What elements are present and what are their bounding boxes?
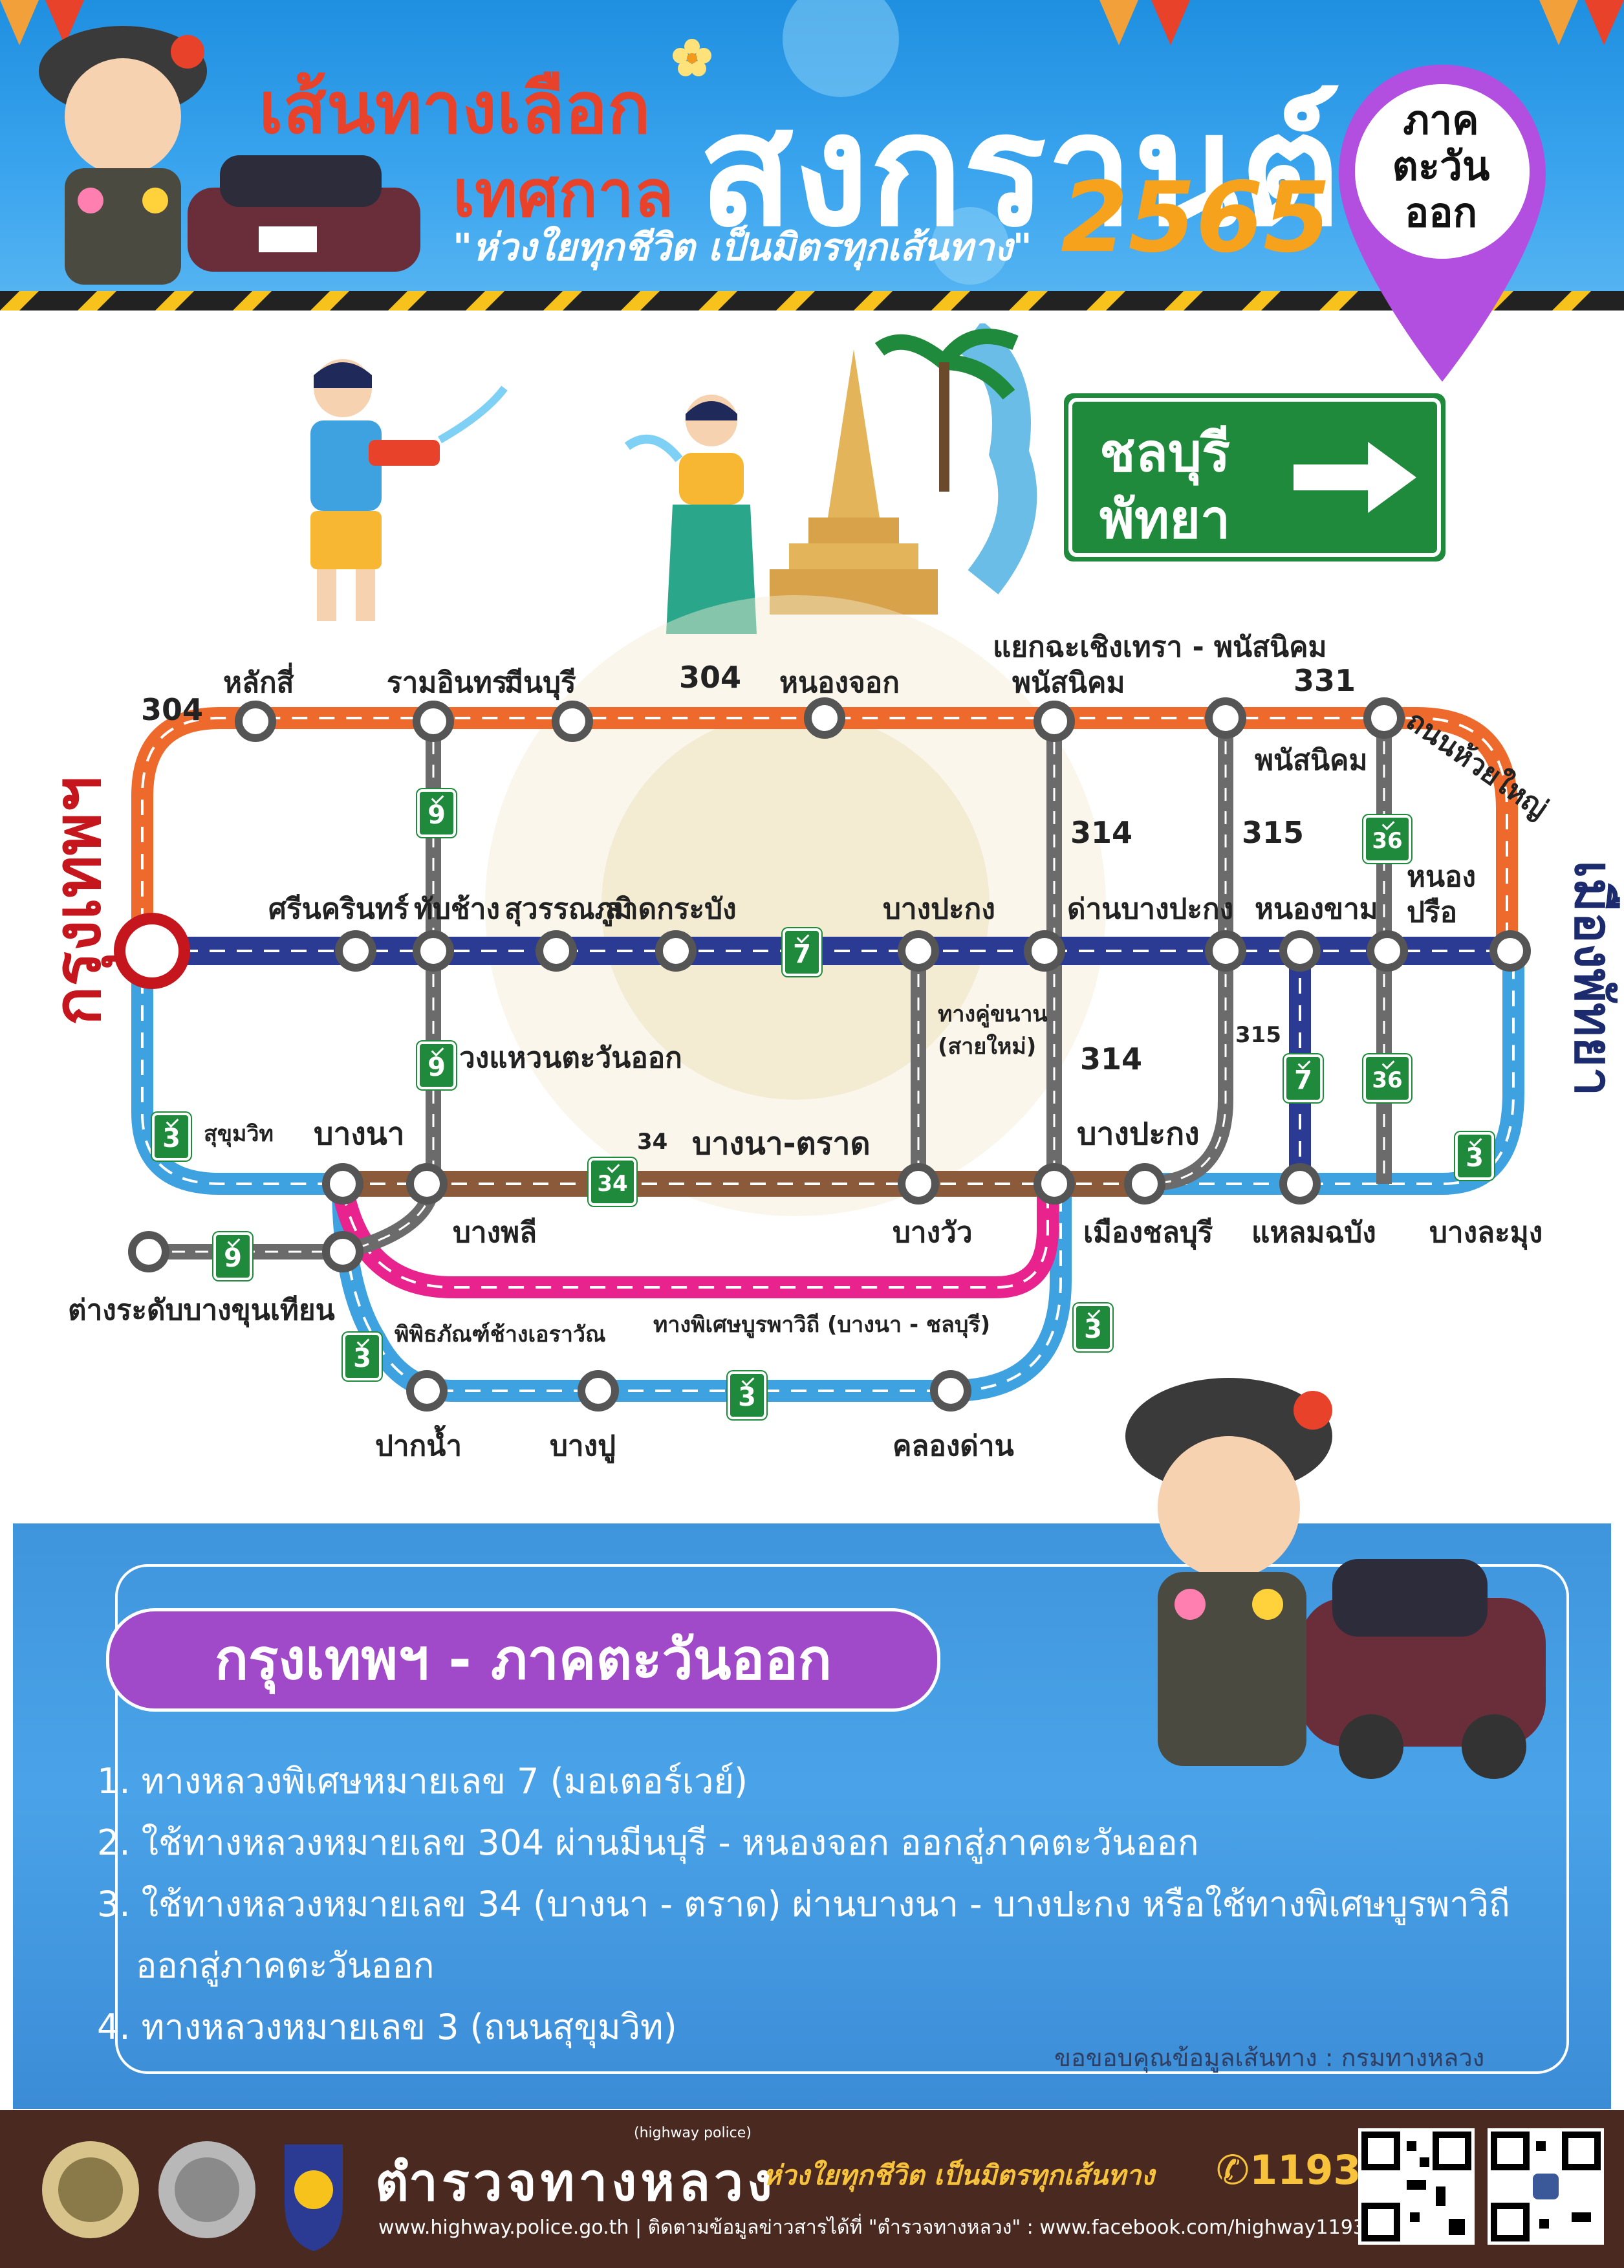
station-nongprue-line2: ปรือ: [1407, 896, 1457, 929]
station-phanat: พนัสนิคม: [1255, 744, 1368, 777]
expressway-burapha: ทางพิเศษบูรพาวิถี (บางนา - ชลบุรี): [653, 1312, 991, 1338]
route-badge-36: 36: [1363, 1054, 1411, 1102]
region-pin-icon: [1339, 65, 1546, 382]
station-banglamung: บางละมุง: [1429, 1216, 1543, 1249]
station-paknam: ปากน้ำ: [375, 1430, 462, 1463]
region-line2: ตะวันออก: [1392, 142, 1490, 236]
route-item-3-continued: ออกสู่ภาคตะวันออก: [136, 1945, 435, 1986]
police-mascot-icon: [39, 26, 207, 285]
station-danbangpakong: ด่านบางปะกง: [1067, 893, 1234, 926]
flower-icon: [673, 39, 711, 76]
station-srinakarin: ศรีนครินทร์: [268, 893, 409, 926]
place-erawan-museum: พิพิธภัณฑ์ช้างเอราวัณ: [395, 1322, 606, 1347]
phone-icon: ✆: [1216, 2146, 1250, 2194]
road-bangna-trat: บางนา-ตราด: [692, 1126, 871, 1162]
footer-brand-small: (highway police): [634, 2125, 752, 2141]
title-festival: เทศกาล: [453, 156, 674, 232]
station-ramintra: รามอินทรา: [387, 666, 524, 699]
station-mueangchonburi: เมืองชลบุรี: [1083, 1216, 1213, 1249]
station-bangpakong-bottom: บางปะกง: [1077, 1116, 1200, 1152]
route-badge-34: 34: [589, 1158, 636, 1206]
footer-brand: ตำรวจทางหลวง: [375, 2152, 777, 2212]
station-laemchabang: แหลมฉบัง: [1251, 1216, 1376, 1249]
route-badge-9: 9: [417, 1041, 456, 1089]
route-badge-3: 3: [152, 1113, 191, 1161]
station-nongprue-line1: หนอง: [1407, 860, 1476, 893]
station-khlongdan: คลองด่าน: [893, 1430, 1014, 1463]
road-parallel-line1: ทางคู่ขนาน: [938, 1001, 1048, 1027]
route-number-304-left: 304: [141, 692, 204, 727]
station-laksi: หลักสี่: [223, 666, 294, 699]
station-bangpu: บางปู: [550, 1430, 616, 1463]
route-item-3: 3. ใช้ทางหลวงหมายเลข 34 (บางนา - ตราด) ผ…: [97, 1884, 1510, 1925]
highway-sign-icon: [1064, 393, 1445, 562]
footer: [0, 2110, 1624, 2268]
routes-frame: [115, 1564, 1569, 2074]
region-line1: ภาค: [1403, 96, 1479, 144]
station-nongchok: หนองจอก: [779, 666, 900, 699]
footer-links[interactable]: www.highway.police.go.th | ติดตามข้อมูลข…: [378, 2216, 1372, 2239]
route-map: [114, 595, 1531, 1412]
route-item-4: 4. ทางหลวงหมายเลข 3 (ถนนสุขุมวิท): [97, 2007, 677, 2047]
city-pattaya-label: เมืองพัทยา: [1563, 860, 1623, 1096]
route-item-2: 2. ใช้ทางหลวงหมายเลข 304 ผ่านมีนบุรี - ห…: [97, 1822, 1199, 1863]
route-badge-7: 7: [1284, 1054, 1323, 1102]
facebook-qr-code-icon[interactable]: [1488, 2128, 1604, 2245]
junction-chachoengsao: แยกฉะเชิงเทรา - พนัสนิคม: [993, 631, 1327, 664]
region-label: ภาค ตะวันออก: [1357, 97, 1525, 235]
route-number-314-mid: 314: [1080, 1041, 1143, 1076]
city-bangkok-label: กรุงเทพฯ: [39, 776, 115, 1026]
route-badge-3: 3: [1455, 1132, 1494, 1180]
route-number-34: 34: [637, 1129, 668, 1155]
station-nongkham: หนองขาม: [1255, 893, 1378, 926]
station-thapchang: ทับช้าง: [414, 893, 500, 926]
sign-pattaya: พัทยา: [1099, 488, 1231, 551]
footer-phone-number: 1193: [1249, 2146, 1361, 2194]
route-item-1: 1. ทางหลวงพิเศษหมายเลข 7 (มอเตอร์เวย์): [97, 1761, 748, 1802]
footer-phone: ✆1193: [1216, 2146, 1361, 2194]
route-number-315-top: 315: [1242, 815, 1305, 850]
route-number-304-mid: 304: [679, 660, 742, 695]
station-latkrabang: ลาดกระบัง: [605, 893, 737, 926]
road-parallel-line2: (สายใหม่): [938, 1034, 1037, 1060]
station-bangwua: บางวัว: [893, 1216, 973, 1249]
route-badge-3: 3: [343, 1333, 382, 1380]
title-alternate-routes: เส้นทางเลือก: [259, 67, 651, 149]
sign-chonburi: ชลบุรี: [1099, 422, 1230, 484]
route-badge-3: 3: [1074, 1303, 1112, 1351]
route-badge-9: 9: [417, 789, 456, 837]
police-car-icon: [188, 155, 420, 272]
route-badge-7: 7: [783, 928, 821, 976]
water-splash-woman-icon: [624, 395, 757, 634]
route-number-331: 331: [1294, 663, 1356, 698]
station-bangphli: บางพลี: [453, 1216, 537, 1249]
station-minburi: มีนบุรี: [504, 666, 576, 699]
route-badge-9: 9: [213, 1232, 252, 1280]
qr-code-icon[interactable]: [1358, 2128, 1475, 2245]
header-decoration: [0, 0, 1624, 311]
footer-slogan: ห่วงใยทุกชีวิต เป็นมิตรทุกเส้นทาง: [763, 2159, 1154, 2191]
water-splash-man-icon: [310, 359, 508, 621]
station-phanat-top: พนัสนิคม: [1012, 666, 1125, 699]
road-kanchanaphisek: วงแหวนตะวันออก: [459, 1041, 682, 1074]
pagoda-icon: [770, 323, 1037, 615]
road-sukhumvit: สุขุมวิท: [204, 1121, 274, 1147]
station-bangpakong-top: บางปะกง: [883, 893, 995, 926]
highway-sign-text: ชลบุรี พัทยา: [1099, 420, 1230, 553]
credit-text: ขอขอบคุณข้อมูลเส้นทาง : กรมทางหลวง: [1054, 2044, 1485, 2072]
title-year: 2565: [1061, 162, 1331, 274]
section-title: กรุงเทพฯ - ภาคตะวันออก: [106, 1608, 940, 1712]
station-bangna: บางนา: [314, 1116, 405, 1152]
station-suvarnabhumi: สุวรรณภูมิ: [504, 893, 633, 926]
route-number-314-top: 314: [1070, 815, 1133, 850]
police-mascot-car-icon: [1125, 1378, 1546, 1779]
route-badge-36: 36: [1363, 815, 1411, 863]
route-number-315-mid: 315: [1235, 1022, 1281, 1048]
agency-logos-icon: [42, 2141, 343, 2251]
header-slogan: "ห่วงใยทุกชีวิต เป็นมิตรทุกเส้นทาง": [453, 225, 1032, 269]
route-badge-3: 3: [728, 1371, 766, 1419]
interchange-bangkhunthian: ต่างระดับบางขุนเทียน: [68, 1294, 335, 1327]
title-songkran: สงกรานต์: [698, 80, 1341, 261]
